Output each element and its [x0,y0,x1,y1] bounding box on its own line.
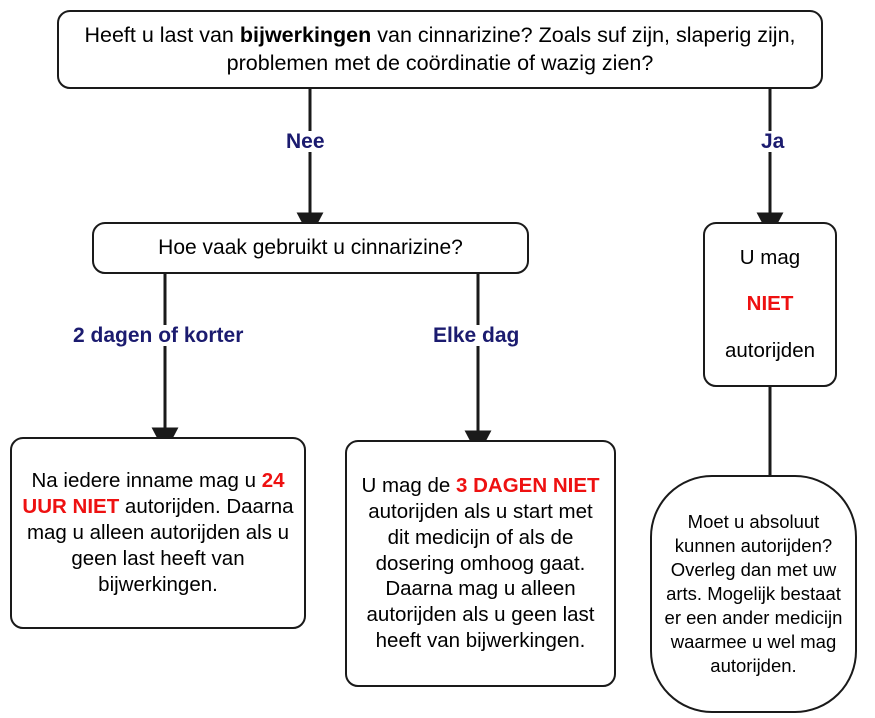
outcome-left-warning: 24 UUR NIET [22,469,285,519]
top-question-keyword: bijwerkingen [239,23,372,48]
outcome-right-warning: NIET [746,292,794,316]
outcome-left-text-part1: Na iedere inname mag u [31,469,262,493]
node-outcome-middle: U mag de 3 DAGEN NIET autorijden als u s… [345,440,616,687]
top-question-text-part1: Heeft u last van [84,23,240,48]
edge-label-two-days-or-shorter: 2 dagen of korter [68,325,249,346]
outcome-middle-text-part1: U mag de [361,474,457,498]
node-frequency-question-text: Hoe vaak gebruikt u cinnarizine? [158,235,463,259]
outcome-middle-warning: 3 DAGEN NIET [456,474,600,498]
node-outcome-right: U mag NIET autorijden [703,222,837,387]
outcome-right-line3: autorijden [724,338,816,362]
node-outcome-right-text: U mag NIET autorijden [705,245,835,362]
node-advice-right-text: Moet u absoluut kunnen autorijden? Overl… [664,510,843,677]
outcome-right-spacer-bottom [713,315,827,341]
node-outcome-left: Na iedere inname mag u 24 UUR NIET autor… [10,437,306,629]
edge-label-no: Nee [281,131,330,152]
edge-label-yes: Ja [756,131,790,152]
outcome-middle-text-part2: autorijden als u start met dit medicijn … [366,499,595,653]
outcome-right-line1: U mag [739,245,801,269]
node-top-question-text: Heeft u last van bijwerkingen van cinnar… [59,22,821,76]
node-advice-right: Moet u absoluut kunnen autorijden? Overl… [650,475,857,713]
outcome-left-text-part2: autorijden. Daarna mag u alleen autorijd… [26,495,294,596]
top-question-text-part2: van cinnarizine? Zoals suf zijn, slaperi… [226,23,796,75]
node-frequency-question: Hoe vaak gebruikt u cinnarizine? [92,222,529,274]
outcome-right-spacer-top [713,268,827,294]
node-top-question: Heeft u last van bijwerkingen van cinnar… [57,10,823,89]
node-outcome-middle-text: U mag de 3 DAGEN NIET autorijden als u s… [347,473,614,654]
node-outcome-left-text: Na iedere inname mag u 24 UUR NIET autor… [12,468,304,597]
edge-label-every-day: Elke dag [428,325,525,346]
